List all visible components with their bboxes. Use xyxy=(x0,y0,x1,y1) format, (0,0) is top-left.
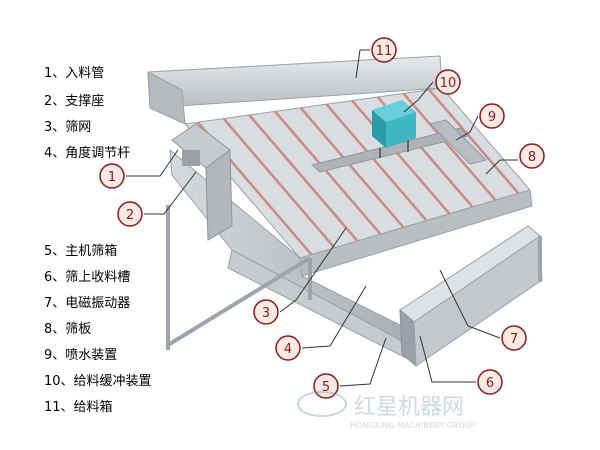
callout-number-6: 6 xyxy=(486,376,494,391)
callout-number-8: 8 xyxy=(528,150,536,165)
callout-circle-6 xyxy=(477,369,503,395)
watermark: 红星机器网 HONGXING MACHINERY GROUP xyxy=(297,391,476,430)
legend-item-4: 4、角度调节杆 xyxy=(44,146,131,161)
callout-number-5: 5 xyxy=(322,380,330,395)
callout-circle-4 xyxy=(275,335,301,361)
vibrator-unit xyxy=(372,100,416,158)
callout-circle-8 xyxy=(519,143,545,169)
callout-circle-3 xyxy=(253,299,279,325)
screen-rod xyxy=(248,114,359,242)
callout-leaders xyxy=(126,49,518,387)
legend-item-10: 10、给料缓冲装置 xyxy=(44,374,152,389)
callout-circle-2 xyxy=(117,201,143,227)
callout-number-10: 10 xyxy=(440,76,457,91)
callout-circle-11 xyxy=(371,37,397,63)
callout-number-3: 3 xyxy=(262,306,270,321)
legend-item-6: 6、筛上收料槽 xyxy=(44,270,131,285)
screen-mesh-rods xyxy=(196,88,520,256)
screen-rod xyxy=(351,99,451,215)
legend-item-5: 5、主机筛箱 xyxy=(44,244,118,259)
callout-number-7: 7 xyxy=(510,332,518,347)
feed-inlet-pipe xyxy=(171,123,233,241)
screen-rod xyxy=(222,117,336,249)
callout-circle-5 xyxy=(313,373,339,399)
callout-circle-7 xyxy=(501,325,527,351)
callout-circle-1 xyxy=(99,163,125,189)
legend-item-3: 3、筛网 xyxy=(44,120,92,135)
legend-item-1: 1、入料管 xyxy=(44,66,105,81)
screen-rod xyxy=(325,103,428,222)
callout-number-2: 2 xyxy=(126,208,134,223)
legend-item-11: 11、给料箱 xyxy=(44,400,113,415)
support-frame xyxy=(166,205,542,350)
callout-circle-10 xyxy=(435,69,461,95)
legend-item-8: 8、筛板 xyxy=(44,322,92,337)
callout-number-11: 11 xyxy=(376,44,393,59)
screen-rod xyxy=(428,88,520,195)
watermark-subtext: HONGXING MACHINERY GROUP xyxy=(350,421,476,430)
legend-item-9: 9、喷水装置 xyxy=(44,348,118,363)
watermark-text: 红星机器网 xyxy=(354,395,464,420)
callout-circle-9 xyxy=(479,103,505,129)
callout-number-1: 1 xyxy=(108,170,116,185)
screen-rod xyxy=(274,110,382,236)
callout-number-4: 4 xyxy=(284,342,292,357)
feed-box xyxy=(147,55,443,125)
legend-item-2: 2、支撑座 xyxy=(44,94,105,109)
water-spray-bar xyxy=(310,119,487,173)
screen-rod xyxy=(299,106,405,229)
legend-item-7: 7、电磁振动器 xyxy=(44,296,131,311)
screen-rod xyxy=(402,92,497,202)
callout-markers: 1 2 3 4 5 6 7 8 9 10 11 xyxy=(99,37,545,399)
callout-number-9: 9 xyxy=(488,110,496,125)
